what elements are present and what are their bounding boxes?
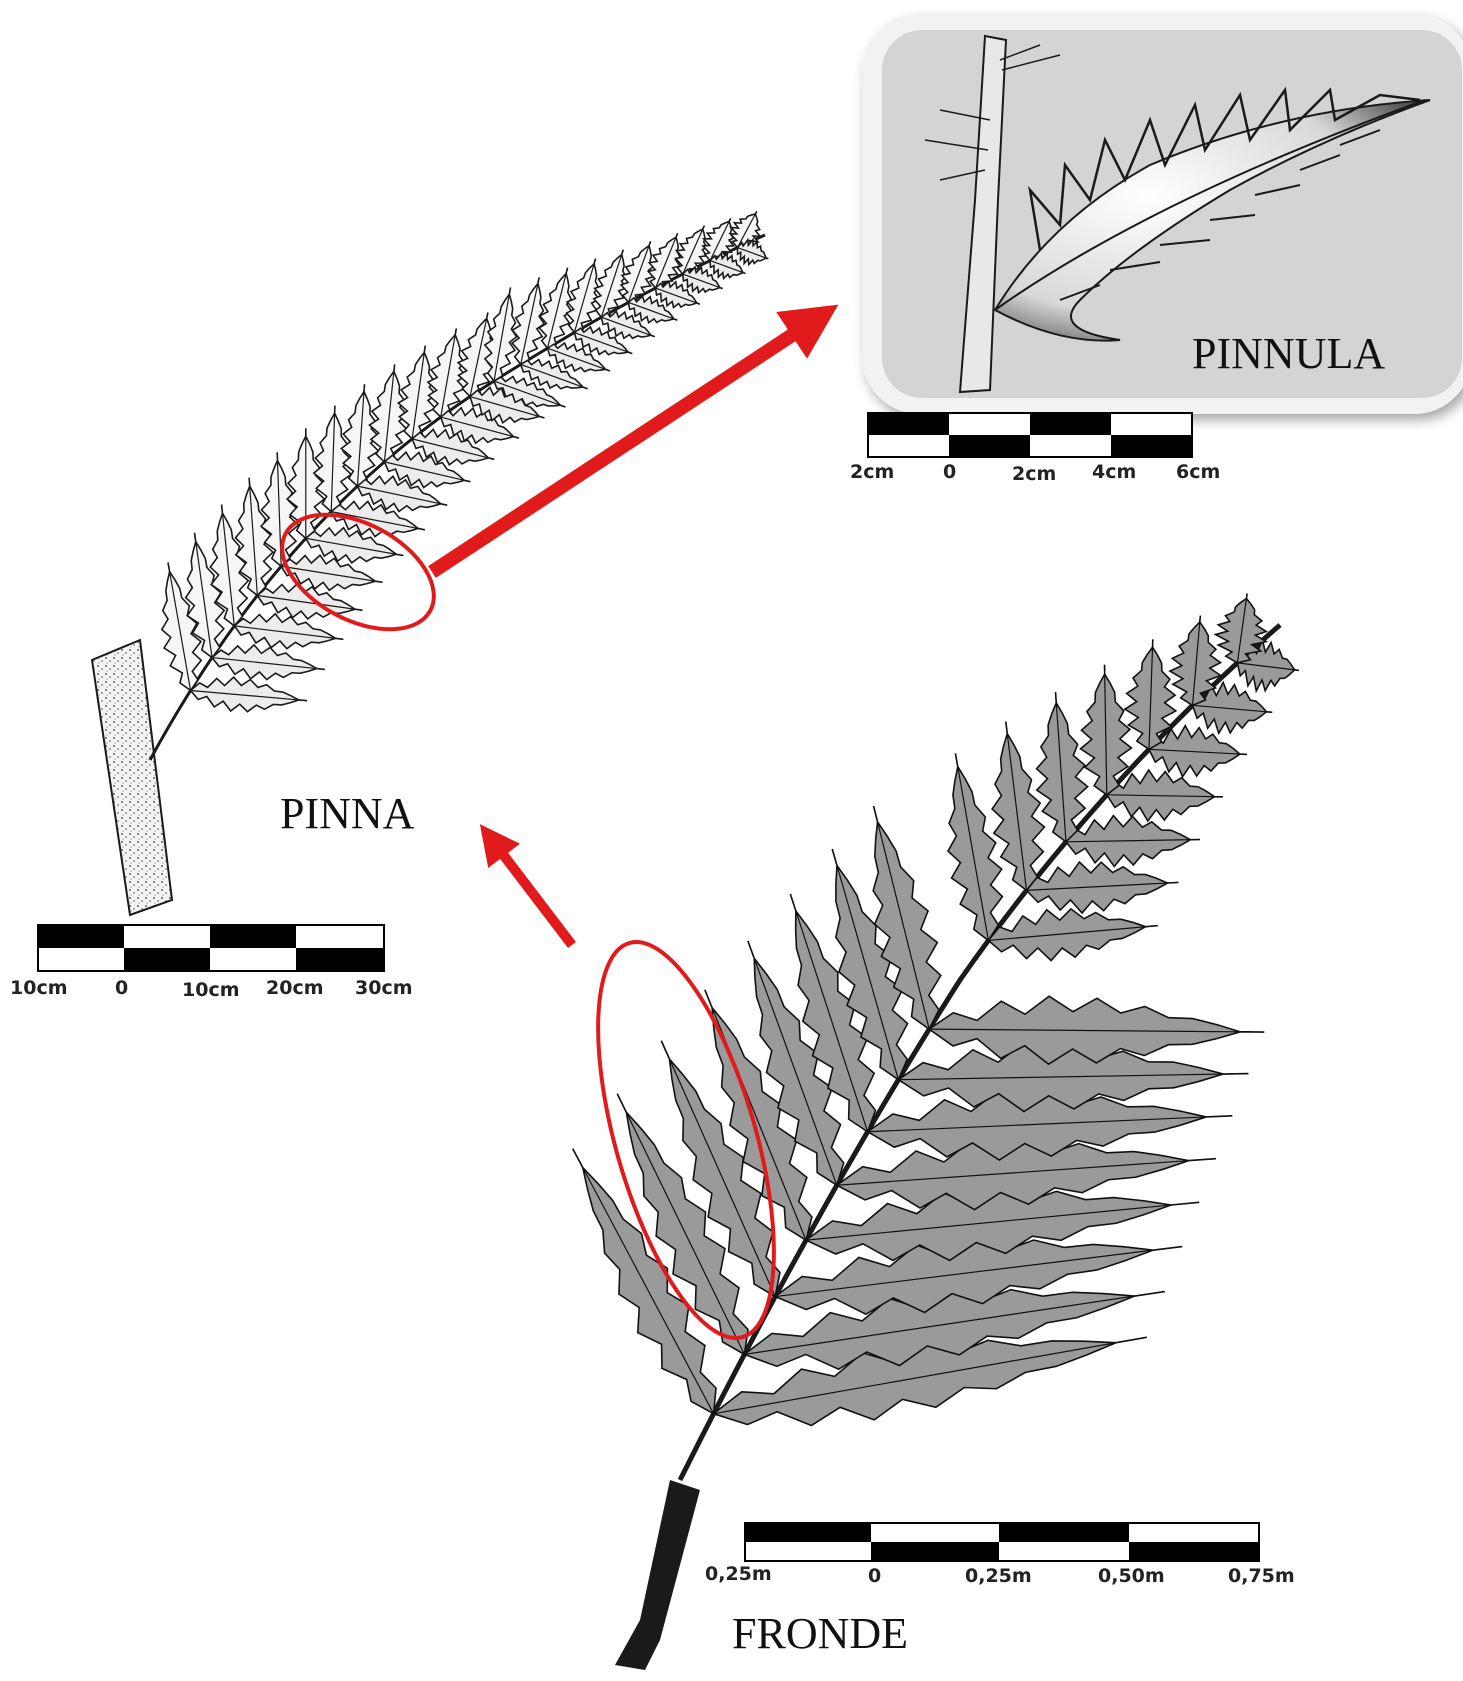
scale-tick-label: 2cm: [850, 461, 894, 483]
scale-tick-label: 6cm: [1176, 461, 1220, 483]
fronde-scale-bar: 0,25m 0 0,25m 0,50m 0,75m: [705, 1523, 1295, 1587]
pinna-drawing: [92, 204, 773, 915]
scale-tick-label: 0: [868, 1565, 881, 1587]
arrow-to-pinna-icon: [492, 840, 572, 945]
pinnula-scale-bar: 2cm 0 2cm 4cm 6cm: [850, 413, 1220, 485]
scale-tick-label: 0,25m: [965, 1565, 1032, 1587]
scale-tick-label: 10cm: [182, 979, 240, 1001]
scale-tick-label: 0,75m: [1228, 1565, 1295, 1587]
scale-tick-label: 0,25m: [705, 1563, 772, 1585]
pinna-scale-bar: 10cm 0 10cm 20cm 30cm: [10, 925, 413, 1001]
fronde-drawing: [547, 590, 1302, 1670]
fronde-stipe: [615, 1480, 700, 1670]
scale-tick-label: 0: [115, 977, 128, 999]
scale-tick-label: 2cm: [1012, 463, 1056, 485]
fronde-label: FRONDE: [732, 1609, 908, 1658]
pinna-label: PINNA: [280, 789, 415, 838]
scale-tick-label: 20cm: [266, 977, 324, 999]
pinna-leaflets: [150, 204, 773, 717]
scale-tick-label: 0: [943, 461, 956, 483]
scale-tick-label: 10cm: [10, 977, 68, 999]
fronde-pinnae: [547, 590, 1302, 1447]
pinnula-inset: PINNULA: [862, 14, 1463, 414]
pinnula-label: PINNULA: [1192, 329, 1385, 378]
scale-tick-label: 30cm: [355, 977, 413, 999]
pinna-rachis: [150, 235, 765, 760]
scale-tick-label: 0,50m: [1098, 1565, 1165, 1587]
scale-tick-label: 4cm: [1092, 461, 1136, 483]
pinna-stipe: [92, 640, 172, 915]
